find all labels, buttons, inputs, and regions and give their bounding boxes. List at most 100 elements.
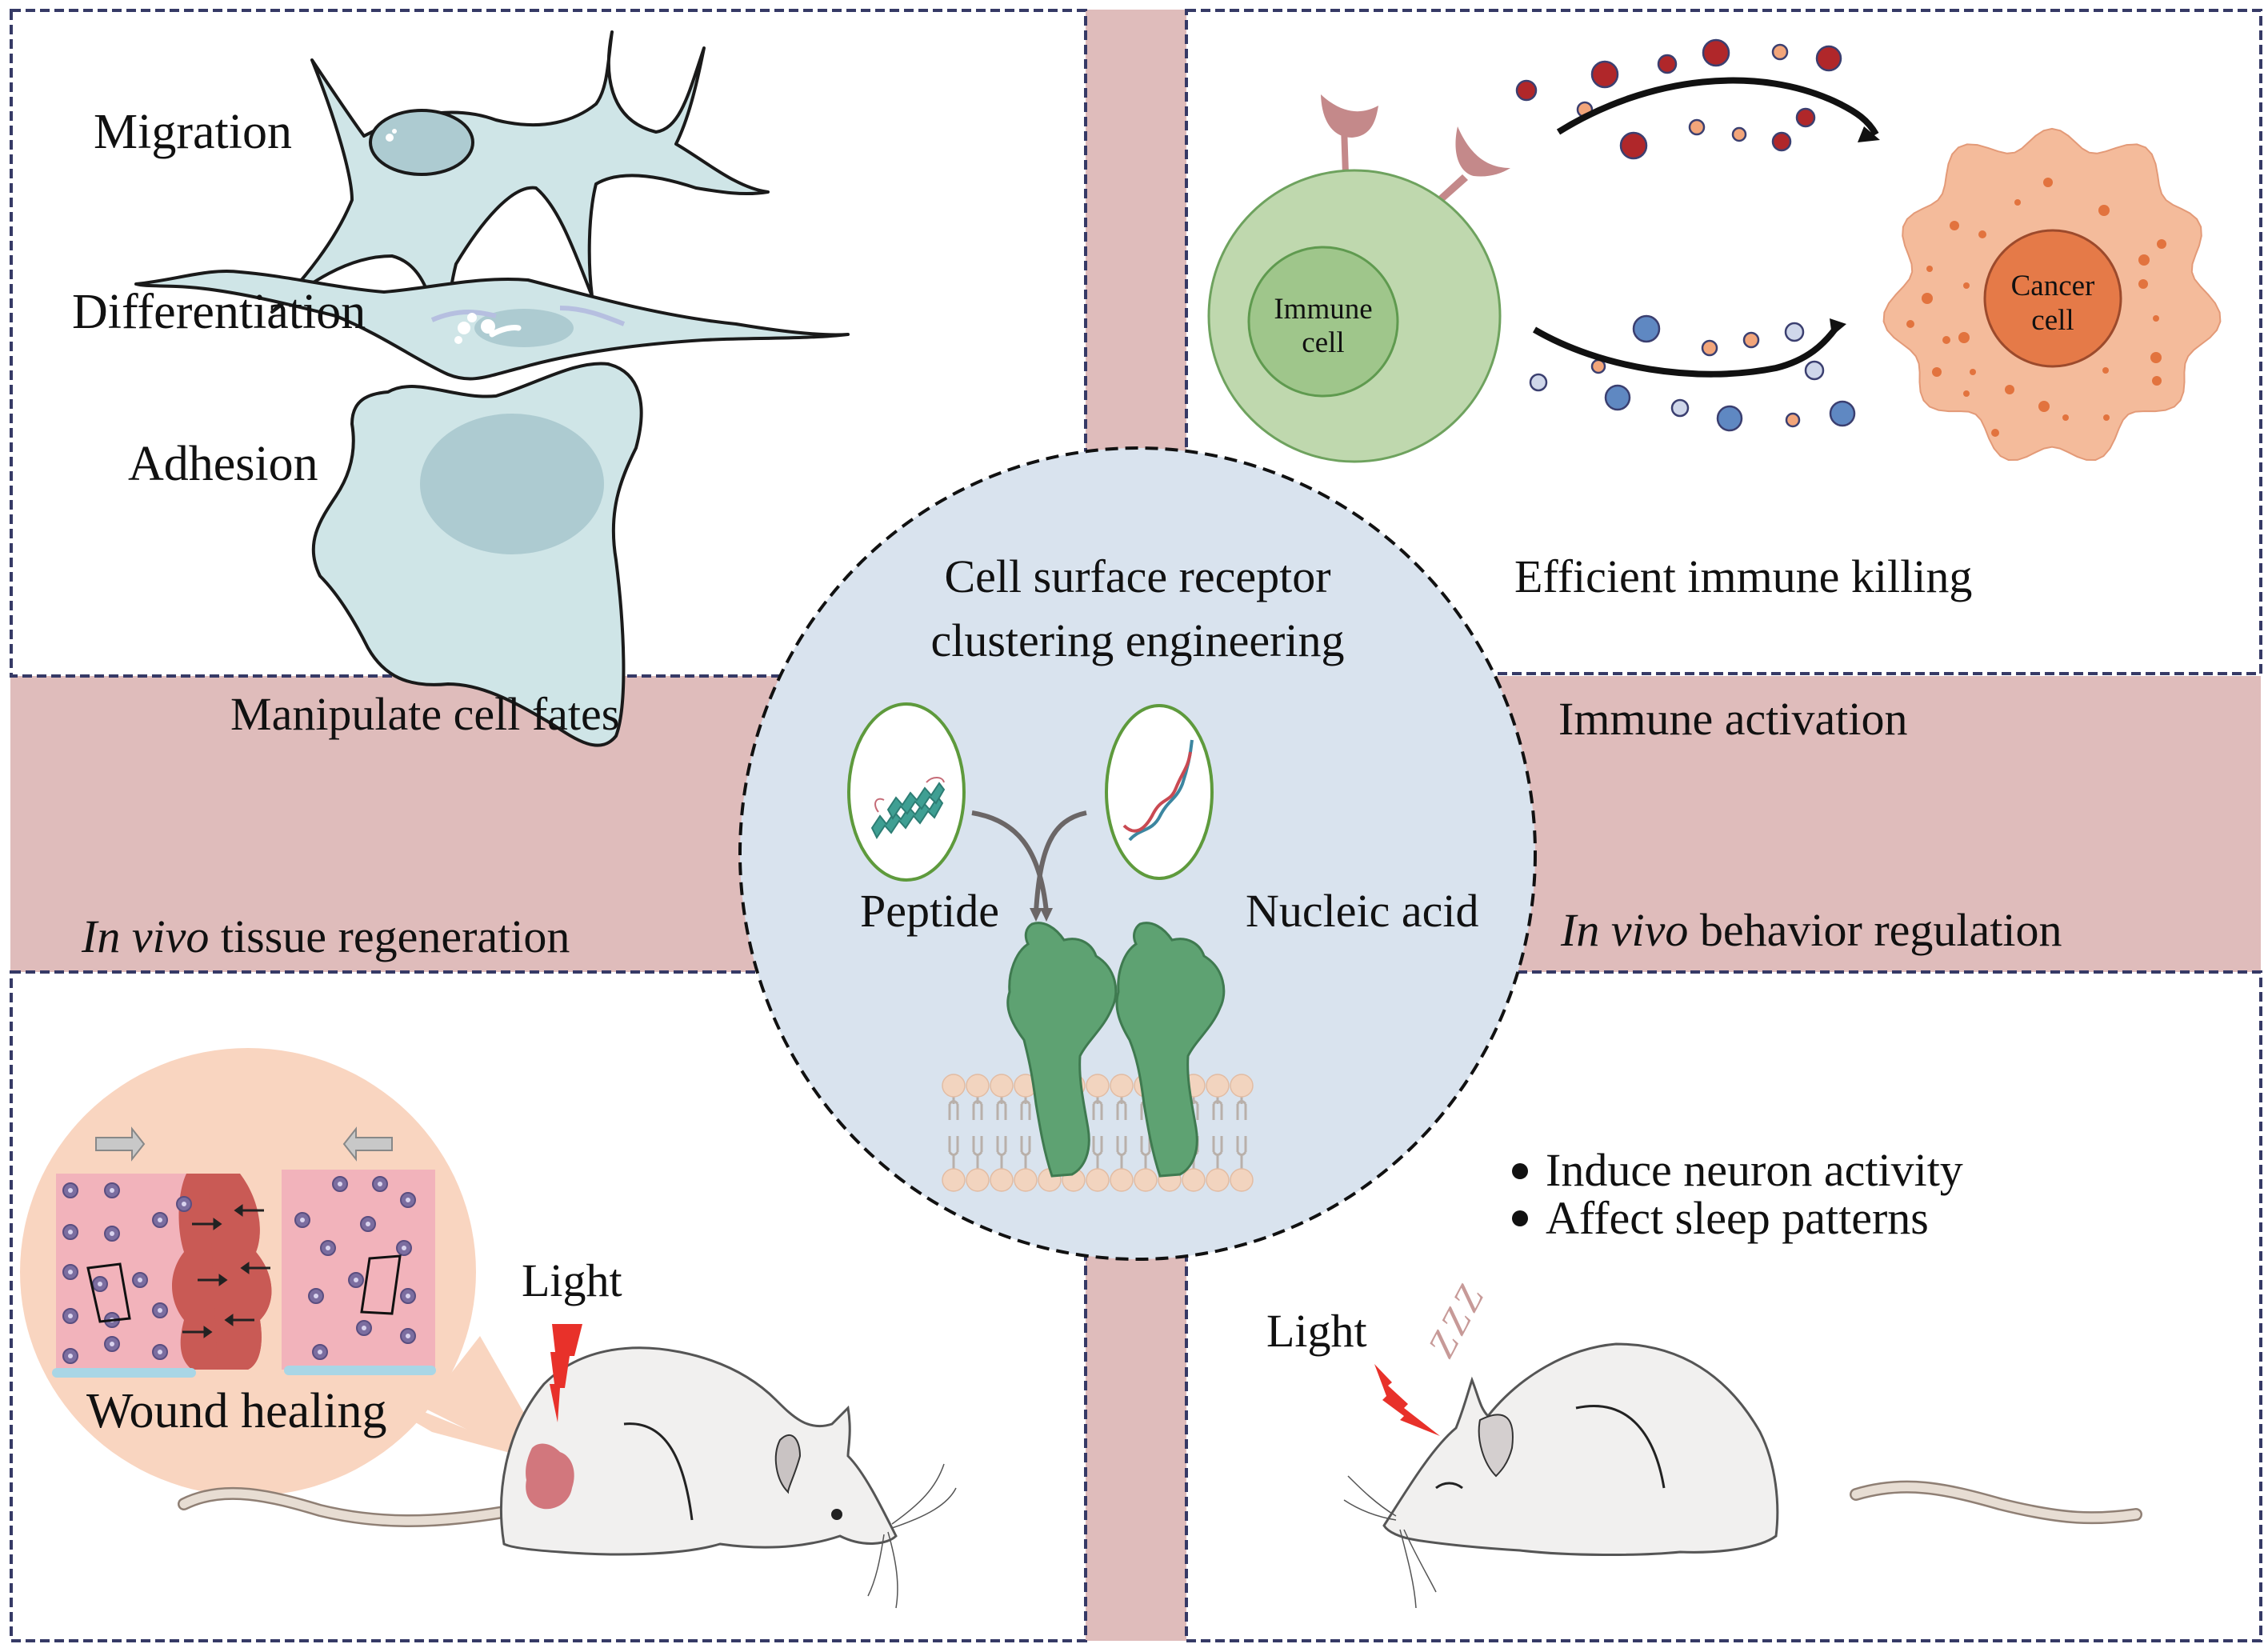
adherent-cell-icon xyxy=(311,362,643,747)
cytokine-particle xyxy=(1701,339,1718,357)
lipid xyxy=(1230,1074,1254,1192)
cancer-granule xyxy=(2102,367,2109,374)
cytokine-particle xyxy=(1632,314,1661,343)
lipid xyxy=(942,1074,966,1192)
cancer-granule xyxy=(2038,401,2050,412)
tissue-regeneration-text: tissue regeneration xyxy=(209,910,570,962)
sleeping-mouse-icon xyxy=(1343,1342,2142,1609)
migrating-cell-icon xyxy=(270,30,770,338)
lightning-bolt-icon xyxy=(1374,1364,1440,1436)
upper-arrow xyxy=(1556,77,1879,137)
receptor-icon xyxy=(1321,94,1510,205)
binding-arrows xyxy=(971,810,1087,913)
cancer-granule xyxy=(2014,199,2021,206)
in-vivo-italic: In vivo xyxy=(81,910,209,962)
differentiating-cell-icon xyxy=(134,270,850,381)
arrowheads xyxy=(1830,126,1880,336)
panel-behavior-regulation: Induce neuron activity Affect sleep patt… xyxy=(1266,1144,2142,1609)
band-horizontal-right xyxy=(1480,676,2261,972)
lightning-bolt-icon xyxy=(550,1324,582,1422)
cancer-granule xyxy=(2005,385,2014,394)
band-labels: Manipulate cell fates In vivo tissue reg… xyxy=(81,688,2062,962)
cancer-granule xyxy=(1906,320,1914,328)
band-label-manipulate-cell-fates: Manipulate cell fates xyxy=(230,688,619,740)
peptide-helix-icon xyxy=(847,702,966,882)
closure-arrows xyxy=(182,1204,270,1338)
arrowhead-icon xyxy=(1030,908,1042,922)
frame-top-right xyxy=(1185,9,2262,675)
lipid xyxy=(1110,1074,1134,1192)
transfer-arrows xyxy=(1532,77,1879,378)
cytokine-particle xyxy=(1795,107,1816,128)
cytokine-particle xyxy=(1804,360,1825,381)
panel-cell-fates: Migration Differentiation Adhesion xyxy=(72,30,850,747)
cancer-granule xyxy=(2138,254,2150,266)
arrowhead-icon xyxy=(1040,908,1053,922)
lipid xyxy=(990,1074,1014,1192)
cytokine-particle xyxy=(1731,126,1747,142)
lipid xyxy=(1086,1074,1110,1192)
cancer-granule xyxy=(2062,414,2069,421)
cancer-granule xyxy=(1963,390,1970,397)
band-label-immune-activation: Immune activation xyxy=(1558,693,1907,745)
cytokine-particle xyxy=(1771,43,1789,61)
cancer-granule xyxy=(2138,279,2148,289)
cytokine-particle xyxy=(1657,54,1678,74)
cancer-granule xyxy=(1950,221,1959,230)
cancer-granule xyxy=(2153,315,2159,322)
clustered-receptor-dimer-icon xyxy=(1006,922,1226,1178)
frame-bottom-left xyxy=(10,970,1087,1642)
cancer-granule xyxy=(1942,336,1950,344)
cancer-granule xyxy=(1958,332,1970,343)
cancer-granule xyxy=(1978,230,1986,238)
arrow-left-icon xyxy=(342,1126,393,1162)
cytokine-particle xyxy=(1590,60,1619,89)
cancer-granule xyxy=(1970,369,1976,375)
frame-bottom-right xyxy=(1185,970,2262,1642)
cytokine-particle xyxy=(1716,405,1743,432)
cancer-granule xyxy=(2098,205,2110,216)
cancer-cell-icon: Cancer cell xyxy=(1882,127,2222,462)
behavior-regulation-text: behavior regulation xyxy=(1688,904,2062,956)
immune-cell-label-line1: Immune xyxy=(1274,293,1372,326)
wound-patch xyxy=(526,1443,574,1510)
cancer-granule xyxy=(1963,282,1970,289)
label-adhesion: Adhesion xyxy=(128,437,318,491)
cytokine-particle xyxy=(1784,322,1805,342)
lower-arrow xyxy=(1532,326,1839,378)
bullet-dot-icon xyxy=(1512,1163,1528,1179)
panel-wound-healing: Wound healing Light xyxy=(20,1048,957,1609)
label-light-right: Light xyxy=(1266,1305,1367,1357)
cancer-granule xyxy=(2152,376,2162,386)
label-nucleic-acid: Nucleic acid xyxy=(1246,885,1478,937)
arrow-right-icon xyxy=(95,1126,146,1162)
cytokine-particle xyxy=(1742,331,1760,349)
cytokine-particle xyxy=(1771,131,1792,152)
cancer-cell-label-line2: cell xyxy=(2031,304,2074,337)
panel-immune-killing: Immune cell Cancer cell Efficient immune… xyxy=(1207,38,2222,602)
lower-arrowhead-icon xyxy=(1830,318,1846,336)
label-light-left: Light xyxy=(522,1254,622,1306)
band-label-behavior-regulation: In vivo behavior regulation xyxy=(1560,904,2062,956)
sleep-zzz-icon: ZZZ xyxy=(1420,1275,1494,1364)
bullet-induce-neuron-activity: Induce neuron activity xyxy=(1546,1144,1963,1196)
cancer-granule xyxy=(1926,266,1933,272)
dna-double-helix-icon xyxy=(1105,704,1214,880)
cytokine-particle xyxy=(1688,118,1706,136)
label-peptide: Peptide xyxy=(860,885,999,937)
migration-arrows xyxy=(95,1126,393,1162)
immune-cell-label-line2: cell xyxy=(1302,326,1344,359)
center-receptor-clustering: Cell surface receptor clustering enginee… xyxy=(738,446,1537,1261)
center-title-line1: Cell surface receptor xyxy=(944,550,1330,602)
cancer-granule xyxy=(2150,352,2162,363)
lipid xyxy=(1014,1074,1038,1192)
bullet-dot-icon xyxy=(1512,1210,1528,1226)
cancer-granule xyxy=(2043,178,2053,187)
cytokine-particle xyxy=(1515,79,1538,102)
band-label-tissue-regeneration: In vivo tissue regeneration xyxy=(81,910,570,962)
immune-cell-icon: Immune cell xyxy=(1207,169,1502,463)
caption-efficient-immune-killing: Efficient immune killing xyxy=(1514,550,1972,602)
upper-arrowhead-icon xyxy=(1858,126,1880,142)
cytokine-particle xyxy=(1619,131,1648,160)
